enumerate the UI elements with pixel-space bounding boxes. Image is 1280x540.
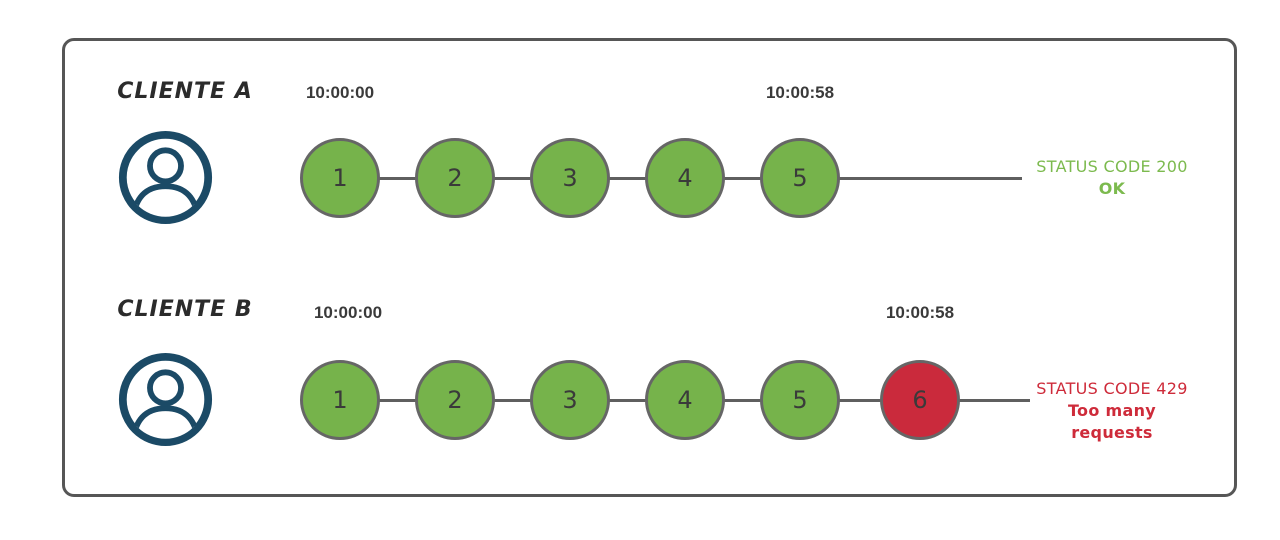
request-node-2: 2 xyxy=(415,138,495,218)
request-node-6-blocked: 6 xyxy=(880,360,960,440)
status-code-line: STATUS CODE 429 xyxy=(1036,379,1188,398)
status-message-line: OK xyxy=(1098,179,1126,198)
end-time-label: 10:00:58 xyxy=(765,83,835,102)
status-text-blocked: STATUS CODE 429 Too many requests xyxy=(1026,378,1198,444)
request-node-4: 4 xyxy=(645,138,725,218)
status-code-line: STATUS CODE 200 xyxy=(1036,157,1188,176)
diagram-frame xyxy=(62,38,1237,497)
request-node-5: 5 xyxy=(760,138,840,218)
user-icon xyxy=(118,352,213,447)
request-node-3: 3 xyxy=(530,138,610,218)
request-node-2: 2 xyxy=(415,360,495,440)
client-a-label: CLIENTE A xyxy=(117,79,253,104)
request-node-1: 1 xyxy=(300,360,380,440)
status-text-ok: STATUS CODE 200 OK xyxy=(1026,156,1198,200)
start-time-label: 10:00:00 xyxy=(313,303,383,322)
request-node-5: 5 xyxy=(760,360,840,440)
client-b-label: CLIENTE B xyxy=(117,297,253,322)
user-icon xyxy=(118,130,213,225)
request-node-1: 1 xyxy=(300,138,380,218)
start-time-label: 10:00:00 xyxy=(305,83,375,102)
status-message-line: Too many requests xyxy=(1067,401,1157,442)
request-node-3: 3 xyxy=(530,360,610,440)
request-node-4: 4 xyxy=(645,360,725,440)
end-time-label: 10:00:58 xyxy=(885,303,955,322)
